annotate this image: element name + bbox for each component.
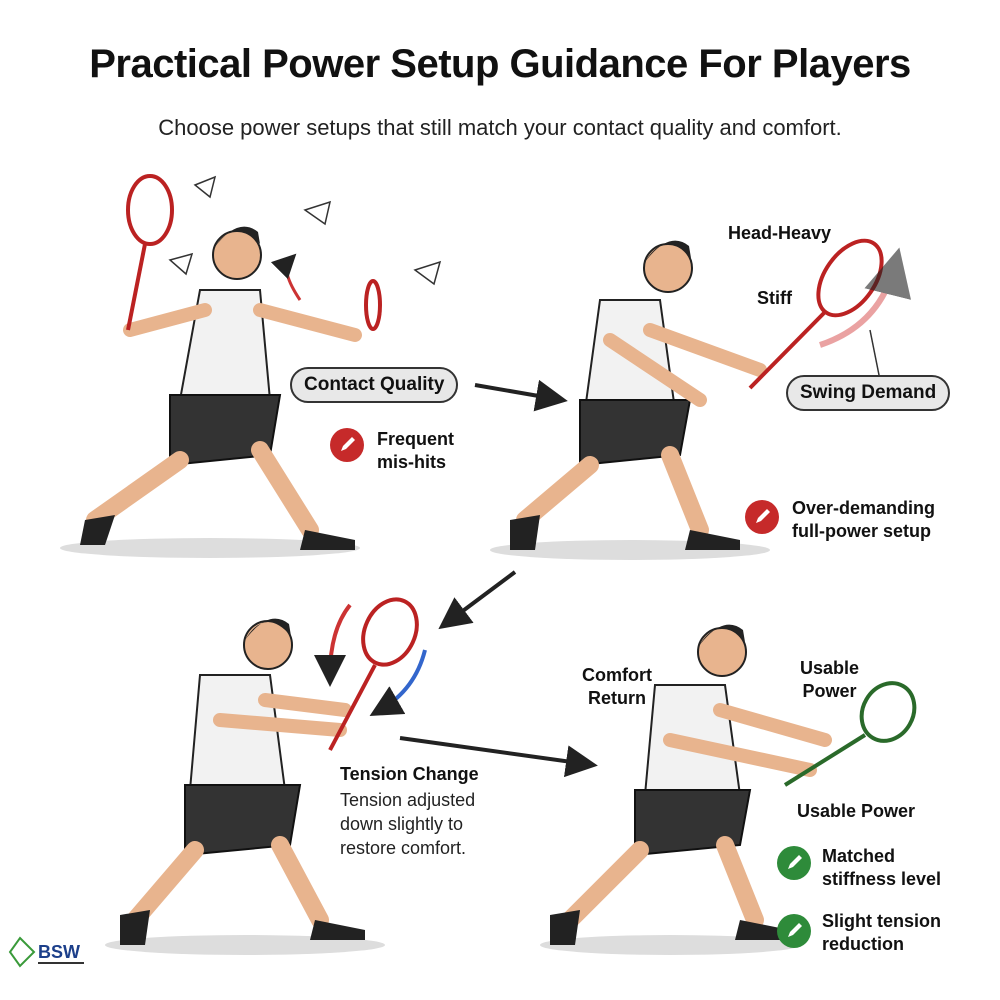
swing-demand-pill: Swing Demand: [786, 375, 951, 411]
item-line: reduction: [822, 934, 905, 954]
desc-line: restore comfort.: [340, 838, 467, 858]
pencil-icon: [330, 428, 364, 462]
player-3-figure: [120, 597, 427, 945]
label-line: Comfort: [582, 665, 652, 685]
over-demanding-note: Over-demanding full-power setup: [792, 497, 935, 543]
label-line: Usable: [800, 658, 860, 678]
item-line: stiffness level: [822, 869, 942, 889]
comfort-return-label: Comfort Return: [582, 664, 652, 710]
slight-tension-item: Slight tension reduction: [822, 910, 941, 956]
note-line: mis-hits: [377, 452, 447, 472]
label-line: Power: [802, 681, 857, 701]
flow-arrow: [438, 570, 517, 630]
page-title: Practical Power Setup Guidance For Playe…: [89, 42, 911, 86]
frequent-mishits-note: Frequent mis-hits: [377, 428, 454, 474]
desc-line: down slightly to: [340, 814, 464, 834]
svg-text:BSW: BSW: [38, 942, 80, 962]
pencil-icon: [777, 846, 811, 880]
stiff-label: Stiff: [757, 288, 792, 308]
tension-change-description: Tension adjusted down slightly to restor…: [340, 788, 475, 860]
contact-quality-pill: Contact Quality: [290, 367, 459, 403]
item-line: Matched: [822, 846, 896, 866]
player-4-figure: [550, 624, 917, 945]
usable-power-heading: Usable Power: [797, 801, 916, 821]
usable-power-label: Usable Power: [800, 657, 859, 703]
head-heavy-label: Head-Heavy: [728, 223, 832, 243]
matched-stiffness-item: Matched stiffness level: [822, 845, 941, 891]
desc-line: Tension adjusted: [340, 790, 476, 810]
player-1-figure: [80, 174, 442, 550]
page-subtitle: Choose power setups that still match you…: [158, 115, 842, 140]
label-line: Return: [588, 688, 646, 708]
pencil-icon: [777, 914, 811, 948]
note-line: full-power setup: [792, 521, 931, 541]
player-2-figure: [510, 238, 911, 550]
note-line: Over-demanding: [792, 498, 936, 518]
item-line: Slight tension: [822, 911, 941, 931]
pencil-icon: [745, 500, 779, 534]
flow-arrow: [474, 379, 568, 412]
note-line: Frequent: [377, 429, 455, 449]
shadow: [60, 538, 360, 558]
tension-change-heading: Tension Change: [340, 764, 479, 784]
bsw-logo: BSW: [8, 936, 84, 968]
flow-arrow: [399, 736, 598, 778]
